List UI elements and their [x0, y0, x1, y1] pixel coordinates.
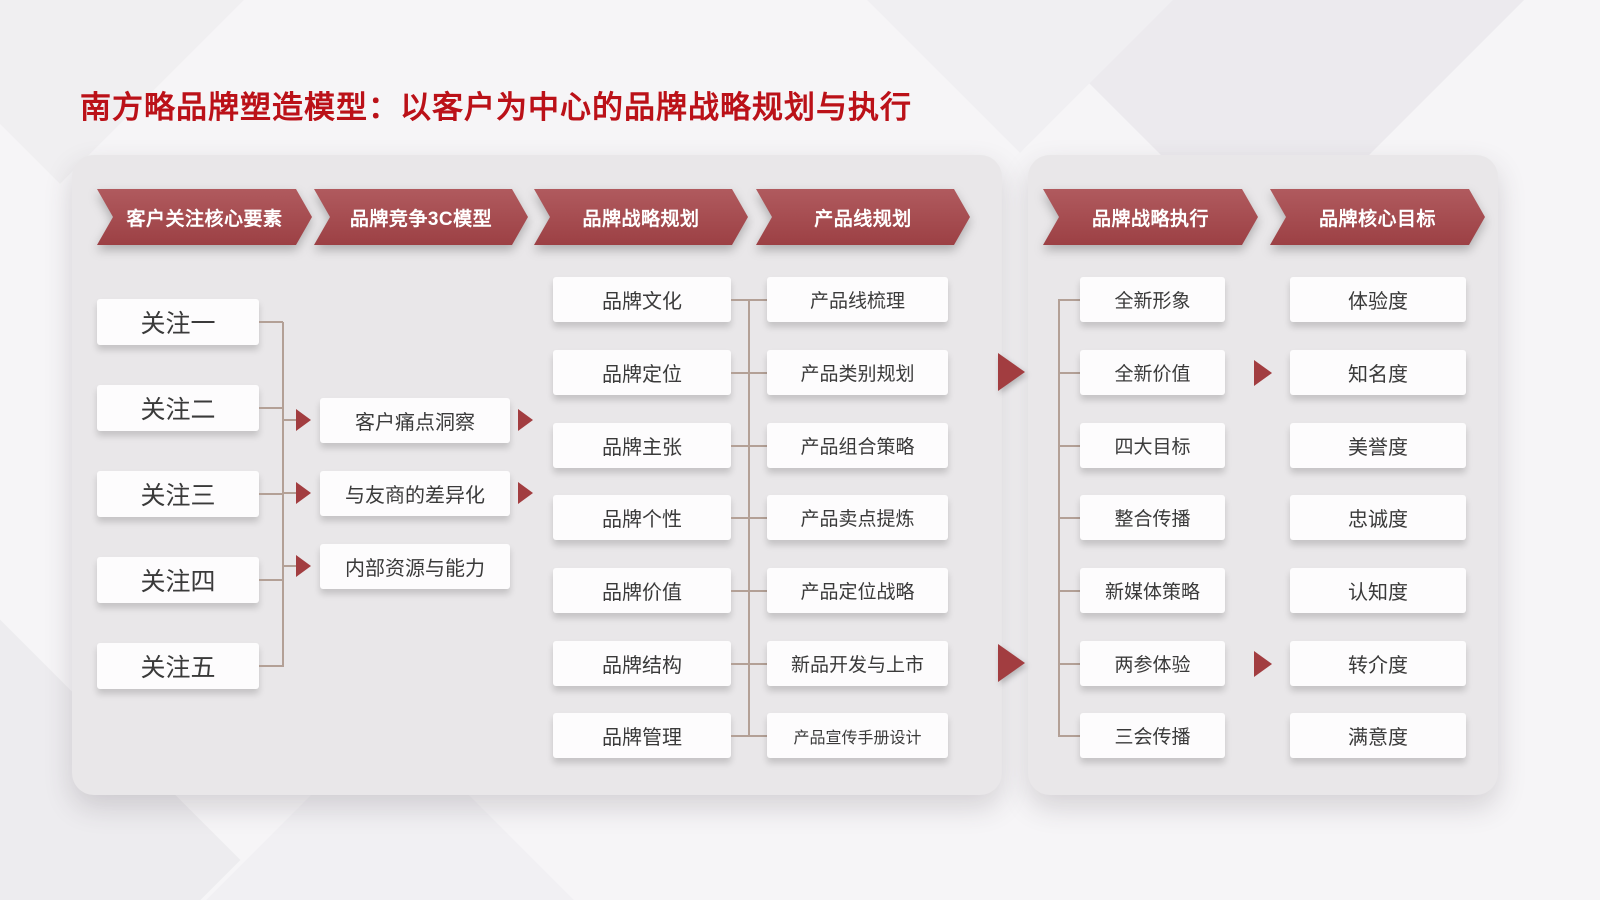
connector-line: [731, 372, 767, 374]
banner-brand-strategy: 品牌战略规划: [534, 189, 748, 245]
banner-label: 客户关注核心要素: [97, 189, 312, 245]
goal-item: 体验度: [1290, 277, 1466, 322]
focus-item: 关注四: [97, 557, 259, 603]
page-title: 南方略品牌塑造模型：以客户为中心的品牌战略规划与执行: [80, 90, 912, 125]
connector-line: [1058, 445, 1080, 447]
connector-line: [731, 445, 767, 447]
banner-label: 品牌战略执行: [1043, 189, 1258, 245]
goal-item: 认知度: [1290, 568, 1466, 613]
goal-item: 忠诚度: [1290, 495, 1466, 540]
product-line-item: 新品开发与上市: [767, 641, 948, 686]
banner-3c-model: 品牌竞争3C模型: [314, 189, 528, 245]
product-line-item: 产品宣传手册设计: [767, 713, 948, 758]
connector-line: [282, 419, 296, 421]
flow-arrow-icon: [296, 482, 311, 504]
product-line-item: 产品线梳理: [767, 277, 948, 322]
banner-label: 品牌核心目标: [1270, 189, 1485, 245]
flow-arrow-icon: [296, 555, 311, 577]
execution-item: 新媒体策略: [1080, 568, 1225, 613]
banner-product-line: 产品线规划: [756, 189, 970, 245]
product-line-item: 产品定位战略: [767, 568, 948, 613]
background-shape: [737, 0, 1303, 153]
left-panel: 客户关注核心要素 品牌竞争3C模型 品牌战略规划 产品线规划 关注一 关注二 关…: [72, 155, 1002, 795]
execution-item: 两参体验: [1080, 641, 1225, 686]
focus-item: 关注三: [97, 471, 259, 517]
connector-line: [259, 665, 283, 667]
execution-item: 三会传播: [1080, 713, 1225, 758]
banner-brand-goals: 品牌核心目标: [1270, 189, 1485, 245]
flow-arrow-icon: [998, 353, 1025, 391]
model-3c-item: 客户痛点洞察: [320, 398, 510, 443]
goal-item: 满意度: [1290, 713, 1466, 758]
goal-item: 知名度: [1290, 350, 1466, 395]
connector-line: [731, 299, 767, 301]
focus-item: 关注一: [97, 299, 259, 345]
connector-line: [731, 517, 767, 519]
brand-strategy-item: 品牌文化: [553, 277, 731, 322]
flow-arrow-icon: [1254, 360, 1272, 386]
connector-line: [259, 579, 283, 581]
connector-line: [1058, 517, 1080, 519]
connector-line: [731, 735, 767, 737]
connector-line: [259, 321, 283, 323]
banner-customer-focus: 客户关注核心要素: [97, 189, 312, 245]
connector-line: [282, 565, 296, 567]
focus-item: 关注五: [97, 643, 259, 689]
brand-strategy-item: 品牌价值: [553, 568, 731, 613]
connector-line: [731, 590, 767, 592]
flow-arrow-icon: [518, 409, 533, 431]
execution-item: 整合传播: [1080, 495, 1225, 540]
banner-brand-execution: 品牌战略执行: [1043, 189, 1258, 245]
focus-item: 关注二: [97, 385, 259, 431]
connector-line: [1058, 663, 1080, 665]
flow-arrow-icon: [518, 482, 533, 504]
connector-line: [282, 492, 296, 494]
banner-label: 产品线规划: [756, 189, 970, 245]
banner-label: 品牌战略规划: [534, 189, 748, 245]
flow-arrow-icon: [296, 409, 311, 431]
brand-strategy-item: 品牌管理: [553, 713, 731, 758]
connector-line: [731, 663, 767, 665]
connector-line: [259, 407, 283, 409]
execution-item: 四大目标: [1080, 423, 1225, 468]
brand-strategy-item: 品牌定位: [553, 350, 731, 395]
model-3c-item: 与友商的差异化: [320, 471, 510, 516]
connector-line: [259, 493, 283, 495]
product-line-item: 产品组合策略: [767, 423, 948, 468]
connector-line: [1058, 299, 1080, 301]
brand-strategy-item: 品牌结构: [553, 641, 731, 686]
flow-arrow-icon: [998, 644, 1025, 682]
product-line-item: 产品卖点提炼: [767, 495, 948, 540]
connector-line: [282, 322, 284, 667]
flow-arrow-icon: [1254, 651, 1272, 677]
product-line-item: 产品类别规划: [767, 350, 948, 395]
brand-strategy-item: 品牌个性: [553, 495, 731, 540]
goal-item: 转介度: [1290, 641, 1466, 686]
banner-label: 品牌竞争3C模型: [314, 189, 528, 245]
right-panel: 品牌战略执行 品牌核心目标 全新形象 全新价值 四大目标 整合传播 新媒体策略 …: [1028, 155, 1498, 795]
brand-strategy-item: 品牌主张: [553, 423, 731, 468]
connector-line: [1058, 372, 1080, 374]
goal-item: 美誉度: [1290, 423, 1466, 468]
execution-item: 全新价值: [1080, 350, 1225, 395]
model-3c-item: 内部资源与能力: [320, 544, 510, 589]
execution-item: 全新形象: [1080, 277, 1225, 322]
connector-line: [1058, 590, 1080, 592]
connector-line: [1058, 735, 1080, 737]
